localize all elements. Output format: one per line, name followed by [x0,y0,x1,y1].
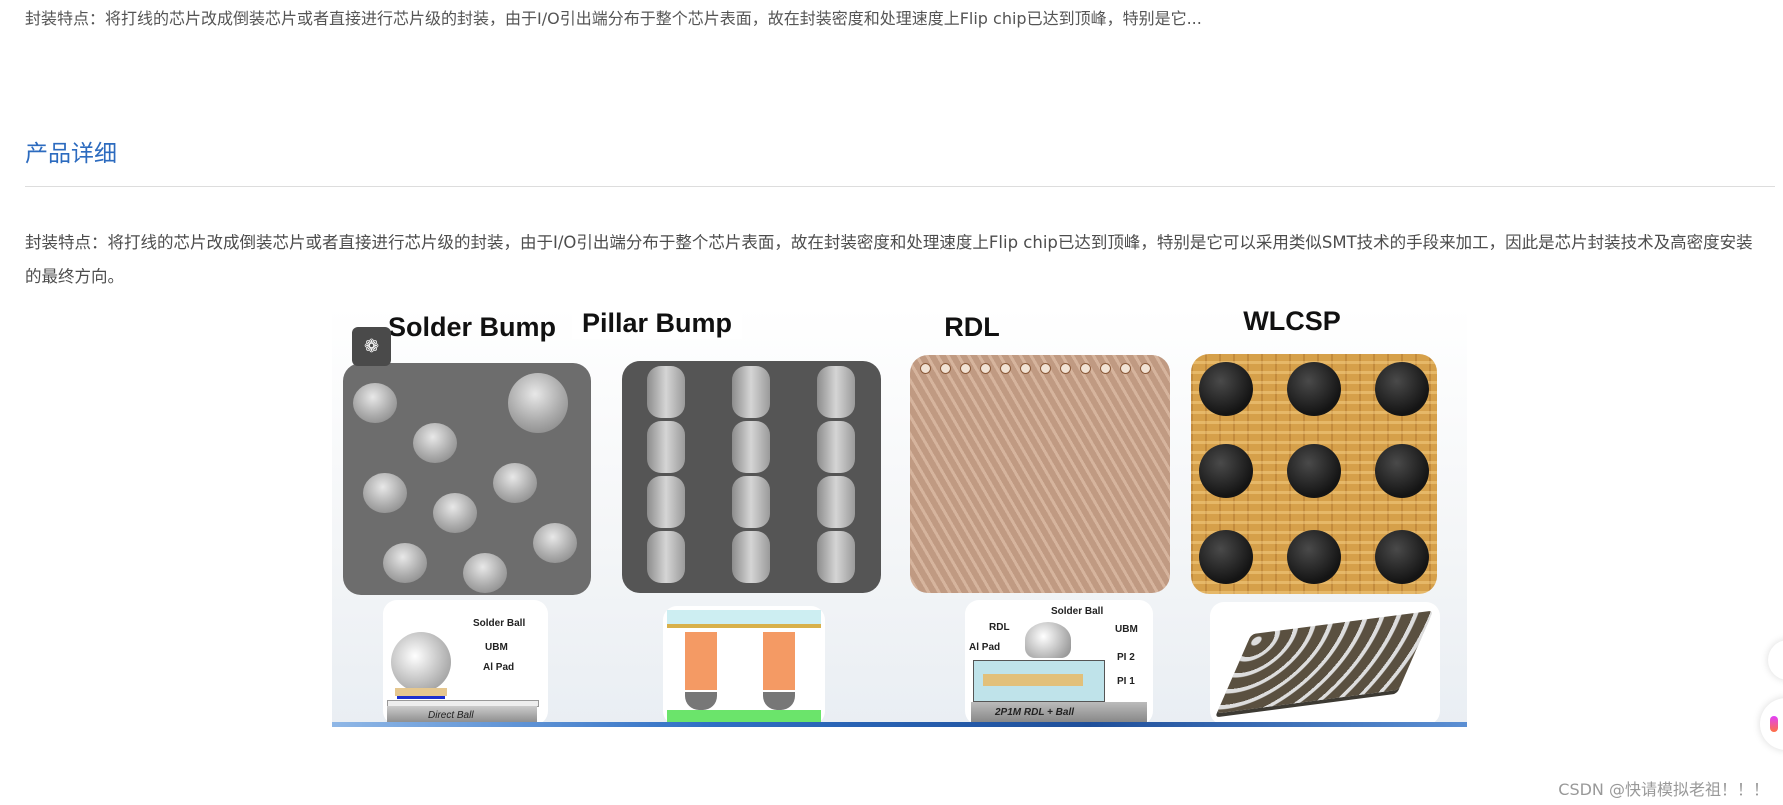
watermark: CSDN @快请模拟老祖！！！ [1558,780,1769,799]
rdl-diagram: Solder Ball RDL UBM Al Pad PI 2 PI 1 2P1… [965,600,1153,725]
label-2p1m: 2P1M RDL + Ball [995,707,1075,718]
label-ubm: UBM [1115,624,1138,635]
wlcsp-photo [1191,354,1437,594]
wlcsp-package-photo [1210,602,1440,725]
label-pi1: PI 1 [1117,676,1135,687]
label-pi2: PI 2 [1117,652,1135,663]
summary-text: 封装特点：将打线的芯片改成倒装芯片或者直接进行芯片级的封装，由于I/O引出端分布… [25,9,1202,28]
solder-bump-photo [343,363,591,595]
section-heading: 产品详细 [25,141,117,167]
panel-title-pillar-bump: Pillar Bump [572,308,742,339]
divider [25,186,1775,187]
panel-title-solder-bump: Solder Bump [387,312,556,342]
label-solder-ball: Solder Ball [473,618,526,629]
label-rdl: RDL [989,622,1010,633]
flip-chip-figure: Solder Bump Pillar Bump RDL WLCSP Solder [332,306,1467,727]
solder-bump-diagram: Solder Ball UBM Al Pad Direct Ball [383,600,548,725]
rdl-photo [910,355,1170,593]
assistant-icon [1770,716,1778,732]
label-ubm: UBM [485,642,508,653]
panel-title-rdl: RDL [944,312,1000,342]
brain-icon[interactable]: ❁ [352,327,391,366]
label-direct-ball: Direct Ball [428,710,474,721]
floating-action-button[interactable] [1768,640,1783,680]
label-al-pad: Al Pad [969,642,1001,653]
panel-title-wlcsp: WLCSP [1243,306,1341,336]
pillar-bump-diagram [663,606,825,725]
label-solder-ball: Solder Ball [1051,606,1104,617]
floating-assistant-button[interactable] [1760,698,1783,750]
label-al-pad: Al Pad [483,662,515,673]
figure-bottom-bar [332,722,1467,727]
section-paragraph: 封装特点：将打线的芯片改成倒装芯片或者直接进行芯片级的封装，由于I/O引出端分布… [25,233,1753,286]
pillar-bump-photo [622,361,881,593]
